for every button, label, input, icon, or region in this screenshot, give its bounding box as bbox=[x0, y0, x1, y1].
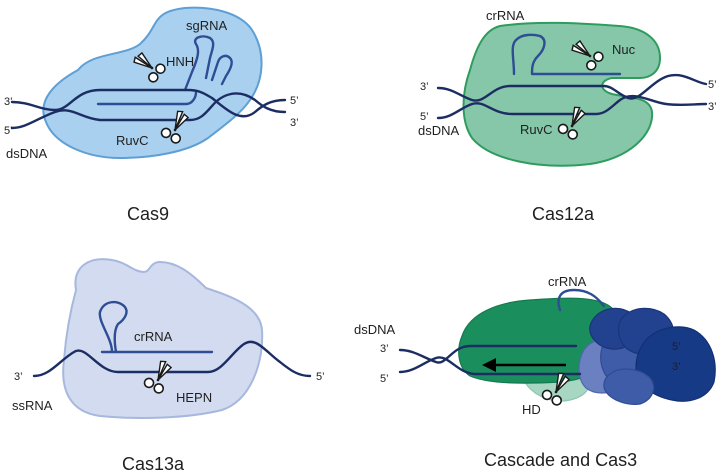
cas12a-end-top-right: 5’ bbox=[708, 79, 717, 91]
cascade-end-top-left: 3’ bbox=[380, 343, 389, 355]
cascade-domain1-label: HD bbox=[522, 402, 541, 417]
cas13a-domain1-label: HEPN bbox=[176, 390, 212, 405]
cas9-substrate-label: dsDNA bbox=[6, 146, 48, 161]
panel-cas9: sgRNA HNH RuvC dsDNA 3’ 5’ 5’ 3’ Cas9 bbox=[4, 6, 299, 224]
panel-cascade-cas3: crRNA HD dsDNA 3’ 5’ 5’ 3’ Cascade and C… bbox=[354, 274, 716, 470]
cas9-domain1-label: HNH bbox=[166, 54, 194, 69]
cas13a-ssrna-strand bbox=[32, 340, 312, 378]
cas9-domain2-label: RuvC bbox=[116, 133, 149, 148]
cascade-guide-label: crRNA bbox=[548, 274, 587, 289]
cascade-end-top-right: 5’ bbox=[672, 341, 681, 353]
cascade-title: Cascade and Cas3 bbox=[484, 450, 637, 470]
cas9-end-bottom-right: 3’ bbox=[290, 117, 299, 129]
cascade-substrate-label: dsDNA bbox=[354, 322, 396, 337]
cas13a-substrate-label: ssRNA bbox=[12, 398, 53, 413]
cas9-sgrna-base bbox=[96, 90, 198, 106]
cascade-dna-strand-top bbox=[398, 344, 578, 364]
cas12a-domain2-label: RuvC bbox=[520, 122, 553, 137]
cas9-sgrna-hairpins bbox=[183, 35, 233, 92]
cas13a-guide-label: crRNA bbox=[134, 329, 173, 344]
cascade-subunit-6 bbox=[603, 368, 655, 405]
cascade-subunit-5 bbox=[635, 326, 716, 402]
cas9-end-top-left: 3’ bbox=[4, 96, 13, 108]
cas12a-dna-strand-top bbox=[436, 73, 708, 102]
cas9-guide-label: sgRNA bbox=[186, 18, 228, 33]
cas12a-title: Cas12a bbox=[532, 204, 595, 224]
cas12a-end-bottom-right: 3’ bbox=[708, 101, 717, 113]
cascade-dna-strand-bottom bbox=[398, 356, 582, 376]
cas9-end-bottom-left: 5’ bbox=[4, 125, 13, 137]
cas9-title: Cas9 bbox=[127, 204, 169, 224]
cas9-end-top-right: 5’ bbox=[290, 95, 299, 107]
cas13a-end-left: 3’ bbox=[14, 371, 23, 383]
cascade-end-bottom-right: 3’ bbox=[672, 361, 681, 373]
cas12a-substrate-label: dsDNA bbox=[418, 123, 460, 138]
cas12a-end-bottom-left: 5’ bbox=[420, 111, 429, 123]
cas12a-crrna bbox=[511, 33, 622, 76]
panel-cas13a: crRNA HEPN ssRNA 3’ 5’ Cas13a bbox=[12, 258, 325, 474]
panel-cas12a: crRNA Nuc RuvC dsDNA 3’ 5’ 5’ 3’ Cas12a bbox=[418, 8, 717, 224]
cascade-end-bottom-left: 5’ bbox=[380, 373, 389, 385]
cas13a-end-right: 5’ bbox=[316, 371, 325, 383]
cas9-dna-strand-top bbox=[10, 88, 287, 118]
cas9-protein bbox=[42, 6, 263, 160]
cas12a-guide-label: crRNA bbox=[486, 8, 525, 23]
cas12a-domain1-label: Nuc bbox=[612, 42, 636, 57]
cas3-direction-arrowhead bbox=[482, 358, 496, 372]
cas13a-protein bbox=[62, 258, 264, 419]
cas12a-dna-strand-bottom bbox=[436, 94, 708, 120]
cas13a-title: Cas13a bbox=[122, 454, 185, 474]
cas13a-crrna bbox=[98, 300, 214, 354]
cas12a-end-top-left: 3’ bbox=[420, 81, 429, 93]
cas9-dna-strand-bottom bbox=[10, 92, 287, 130]
cascade-crrna bbox=[557, 288, 606, 312]
